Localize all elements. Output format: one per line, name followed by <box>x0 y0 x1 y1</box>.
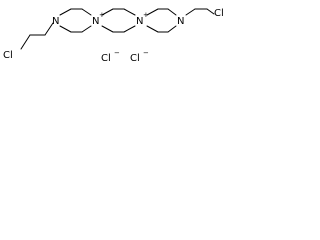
counter-ion-1-charge: − <box>114 49 120 57</box>
counter-ion-2-charge: − <box>143 49 149 57</box>
ring3-bond <box>167 8 177 16</box>
ring3-bond <box>167 25 177 33</box>
atom-n4: N <box>177 16 184 27</box>
atom-cl-left: Cl <box>3 50 13 61</box>
charge-n-plus-2: + <box>143 11 149 19</box>
atom-cl-right: Cl <box>214 8 224 19</box>
ring3-bond <box>146 8 159 16</box>
charge-n-plus-1: + <box>99 11 105 19</box>
atom-n-plus-2: N <box>136 16 143 27</box>
ring2-bond <box>123 8 136 16</box>
counter-ion-1: Cl <box>101 53 111 64</box>
ring2-bond <box>101 25 114 33</box>
ring1-bond <box>59 25 72 33</box>
ring1-bond <box>59 8 72 16</box>
structure-diagram: Cl N N + N + N Cl Cl − Cl − <box>3 8 224 64</box>
bond-c-n-left <box>44 22 54 36</box>
ring1-bond <box>81 25 92 33</box>
bond-c-cl-right <box>206 8 215 15</box>
counter-ion-2: Cl <box>130 53 140 64</box>
bond-n-c-right <box>185 8 196 16</box>
bond-cl-c-left <box>20 34 31 50</box>
ring1-bond <box>81 8 92 16</box>
atom-n-plus-1: N <box>92 16 99 27</box>
ring3-bond <box>146 25 159 33</box>
atom-n1: N <box>52 16 59 27</box>
ring2-bond <box>101 8 114 16</box>
ring2-bond <box>123 25 136 33</box>
